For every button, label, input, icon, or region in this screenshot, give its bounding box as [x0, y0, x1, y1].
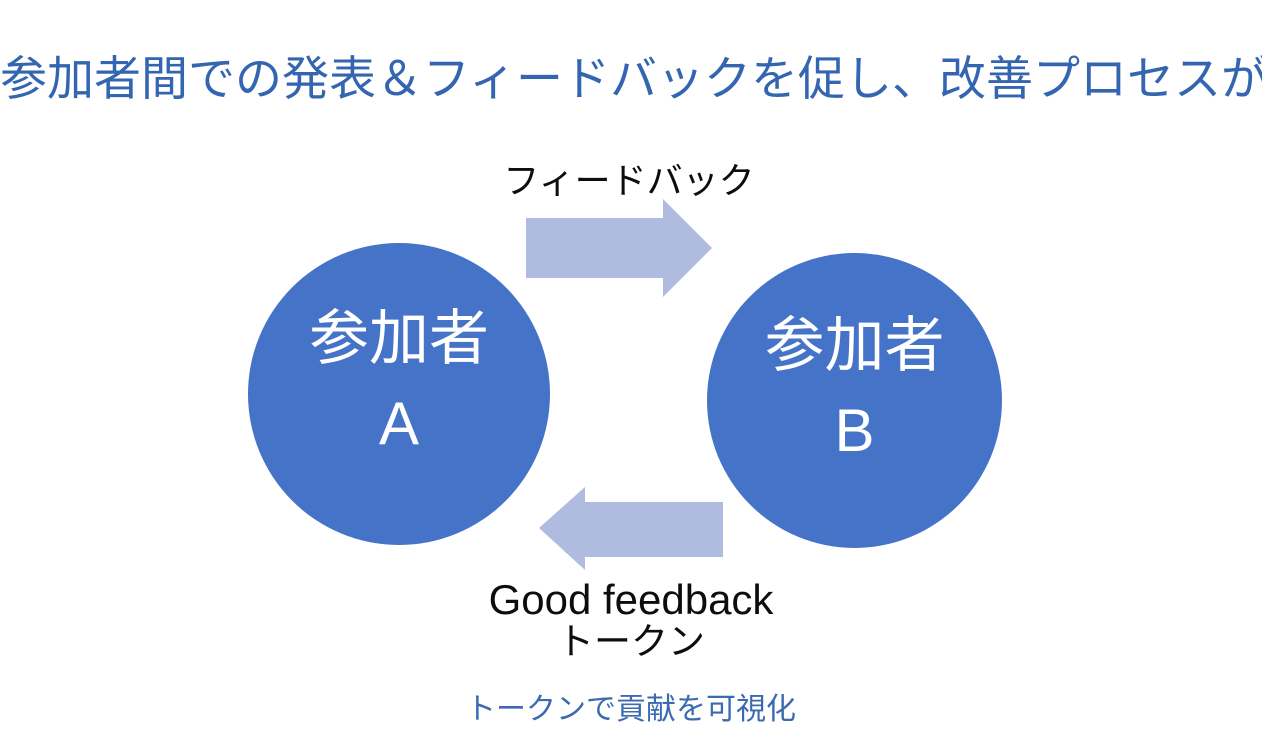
participant-a-label: 参加者: [309, 305, 489, 372]
participant-a-circle: 参加者 A: [248, 243, 550, 545]
bottom-arrow-label-line1: Good feedback: [488, 576, 774, 623]
participant-a-text: 参加者 A: [309, 297, 489, 467]
top-arrow-label: フィードバック: [503, 160, 755, 201]
bottom-arrow-label: Good feedback トークン: [0, 578, 1262, 662]
footnote-text: トークンで貢献を可視化: [466, 693, 796, 726]
participant-b-letter: B: [834, 396, 875, 464]
participant-b-circle: 参加者 B: [707, 253, 1002, 548]
right-arrow-shape: [526, 199, 712, 297]
participant-b-label: 参加者: [764, 311, 945, 379]
slide-title: 参加者間での発表＆フィードバックを促し、改善プロセスが加速: [0, 52, 1262, 105]
feedback-arrow-right-icon: [526, 199, 712, 297]
good-feedback-arrow-left-icon: [539, 487, 723, 570]
bottom-arrow-label-line2: トークン: [557, 621, 705, 662]
participant-a-letter: A: [378, 390, 420, 457]
participant-b-text: 参加者 B: [765, 304, 945, 474]
left-arrow-shape: [539, 487, 723, 570]
